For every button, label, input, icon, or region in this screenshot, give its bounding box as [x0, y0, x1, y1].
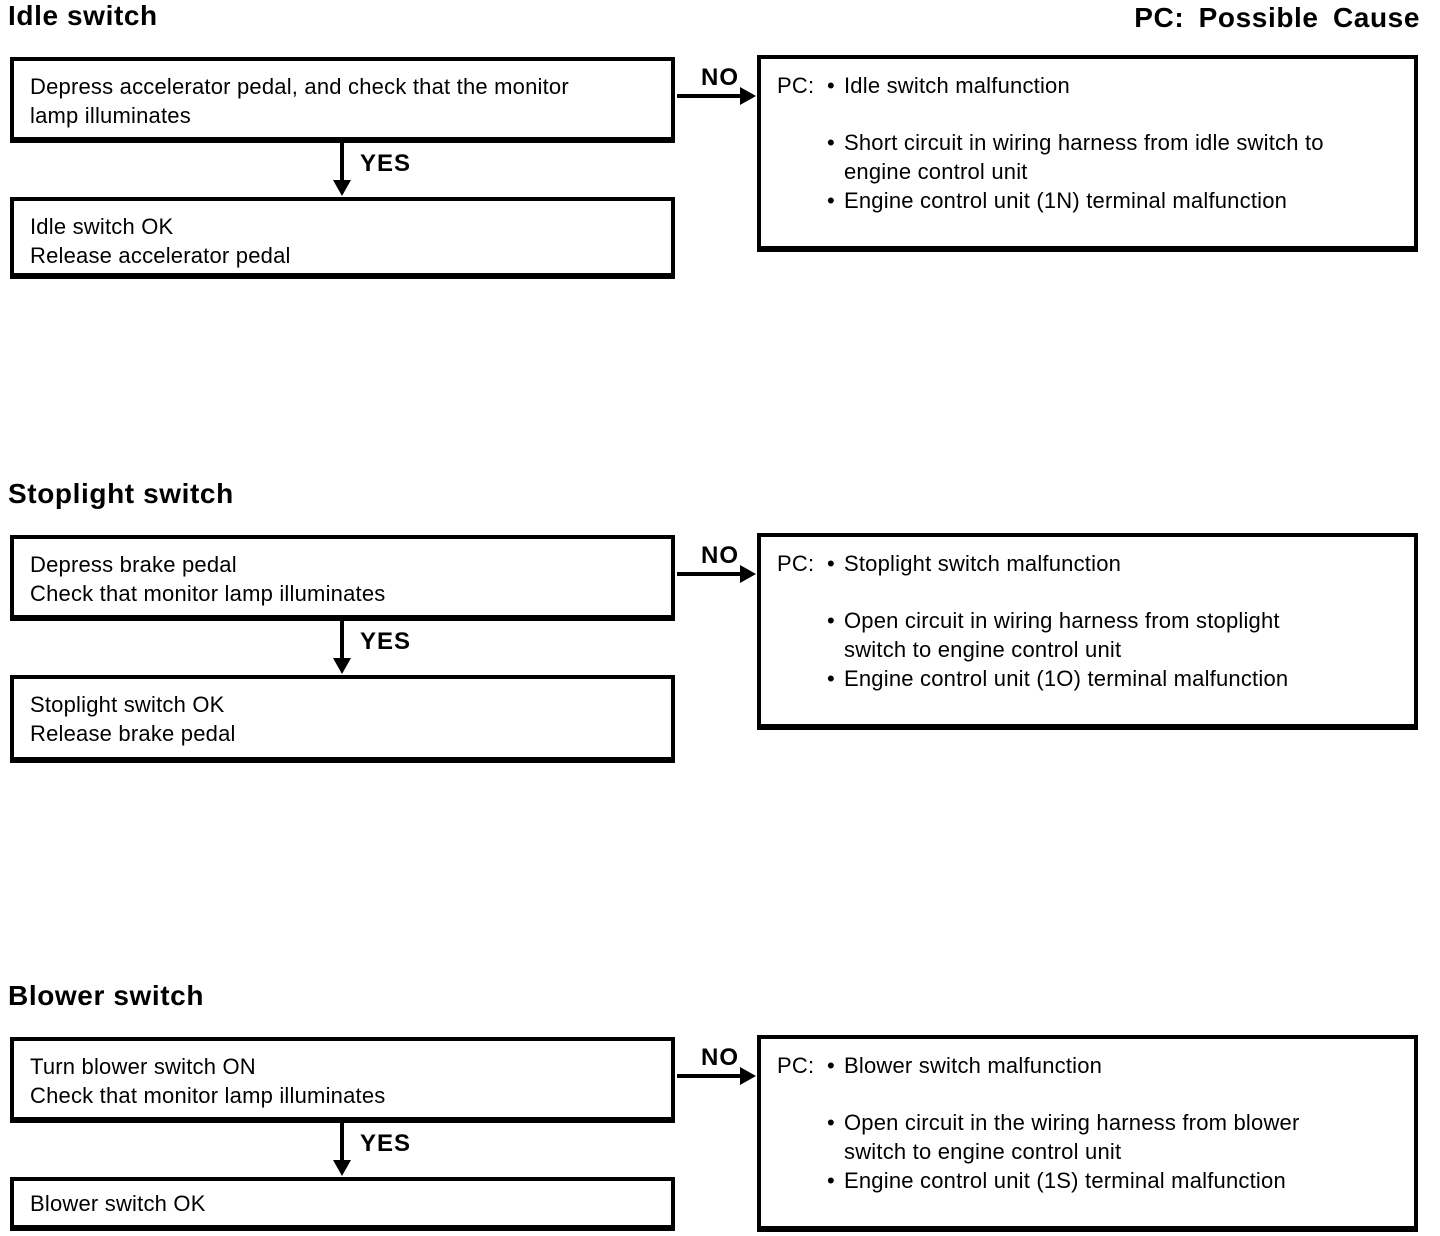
section-blower-switch: Blower switch Turn blower switch ON Chec… [0, 980, 1440, 1236]
cause-item: • Engine control unit (1N) terminal malf… [827, 188, 1288, 213]
possible-cause-box: PC: • Idle switch malfunction • Short ci… [757, 55, 1418, 252]
cause-item: • Engine control unit (1S) terminal malf… [827, 1168, 1286, 1193]
no-arrow-head [740, 565, 756, 583]
yes-arrow-head [333, 658, 351, 674]
no-arrow-head [740, 87, 756, 105]
yes-arrow-head [333, 180, 351, 196]
cause-item: • Engine control unit (1O) terminal malf… [827, 666, 1289, 691]
cause-list: • Idle switch malfunction • Short circui… [827, 71, 1404, 215]
yes-arrow-line [340, 141, 344, 182]
pc-label: PC: [777, 551, 815, 576]
bullet-icon: • [827, 1168, 835, 1193]
cause-list: • Blower switch malfunction • Open circu… [827, 1051, 1404, 1195]
section-heading: Blower switch [8, 980, 205, 1011]
bullet-icon: • [827, 608, 835, 633]
yes-arrow-head [333, 1160, 351, 1176]
pc-legend: PC: Possible Cause [1134, 2, 1420, 33]
test-step-text: Turn blower switch ON Check that monitor… [30, 1054, 386, 1108]
bullet-icon: • [827, 130, 835, 155]
bullet-icon: • [827, 666, 835, 691]
yes-label: YES [360, 150, 412, 177]
no-arrow-line [677, 572, 743, 576]
no-label: NO [701, 1044, 739, 1071]
yes-label: YES [360, 628, 412, 655]
no-label: NO [701, 64, 739, 91]
bullet-icon: • [827, 1053, 835, 1078]
cause-item: • Blower switch malfunction [827, 1053, 1103, 1078]
no-arrow-line [677, 1074, 743, 1078]
no-arrow-line [677, 94, 743, 98]
pc-label: PC: [777, 73, 815, 98]
pc-label: PC: [777, 1053, 815, 1078]
no-label: NO [701, 542, 739, 569]
possible-cause-box: PC: • Blower switch malfunction • Open c… [757, 1035, 1418, 1232]
test-step-text: Depress accelerator pedal, and check tha… [30, 74, 569, 128]
result-ok-text: Stoplight switch OK Release brake pedal [30, 692, 236, 746]
result-ok-box: Blower switch OK [10, 1177, 675, 1231]
section-idle-switch: Idle switch Depress accelerator pedal, a… [0, 0, 1440, 300]
bullet-icon: • [827, 1110, 835, 1135]
result-ok-box: Stoplight switch OK Release brake pedal [10, 675, 675, 763]
section-stoplight-switch: Stoplight switch Depress brake pedal Che… [0, 478, 1440, 778]
yes-arrow-line [340, 1121, 344, 1162]
section-heading: Stoplight switch [8, 478, 234, 509]
yes-arrow-line [340, 619, 344, 660]
bullet-icon: • [827, 188, 835, 213]
test-step-box: Depress brake pedal Check that monitor l… [10, 535, 675, 621]
test-step-box: Depress accelerator pedal, and check tha… [10, 57, 675, 143]
cause-item: • Open circuit in the wiring harness fro… [827, 1110, 1300, 1164]
bullet-icon: • [827, 73, 835, 98]
result-ok-text: Blower switch OK [30, 1191, 206, 1216]
cause-item: • Stoplight switch malfunction [827, 551, 1122, 576]
no-arrow-head [740, 1067, 756, 1085]
bullet-icon: • [827, 551, 835, 576]
cause-item: • Open circuit in wiring harness from st… [827, 608, 1280, 662]
test-step-text: Depress brake pedal Check that monitor l… [30, 552, 386, 606]
cause-list: • Stoplight switch malfunction • Open ci… [827, 549, 1404, 693]
result-ok-text: Idle switch OK Release accelerator pedal [30, 214, 291, 268]
section-heading: Idle switch [8, 0, 158, 31]
test-step-box: Turn blower switch ON Check that monitor… [10, 1037, 675, 1123]
possible-cause-box: PC: • Stoplight switch malfunction • Ope… [757, 533, 1418, 730]
yes-label: YES [360, 1130, 412, 1157]
result-ok-box: Idle switch OK Release accelerator pedal [10, 197, 675, 279]
cause-item: • Idle switch malfunction [827, 73, 1070, 98]
cause-item: • Short circuit in wiring harness from i… [827, 130, 1324, 184]
